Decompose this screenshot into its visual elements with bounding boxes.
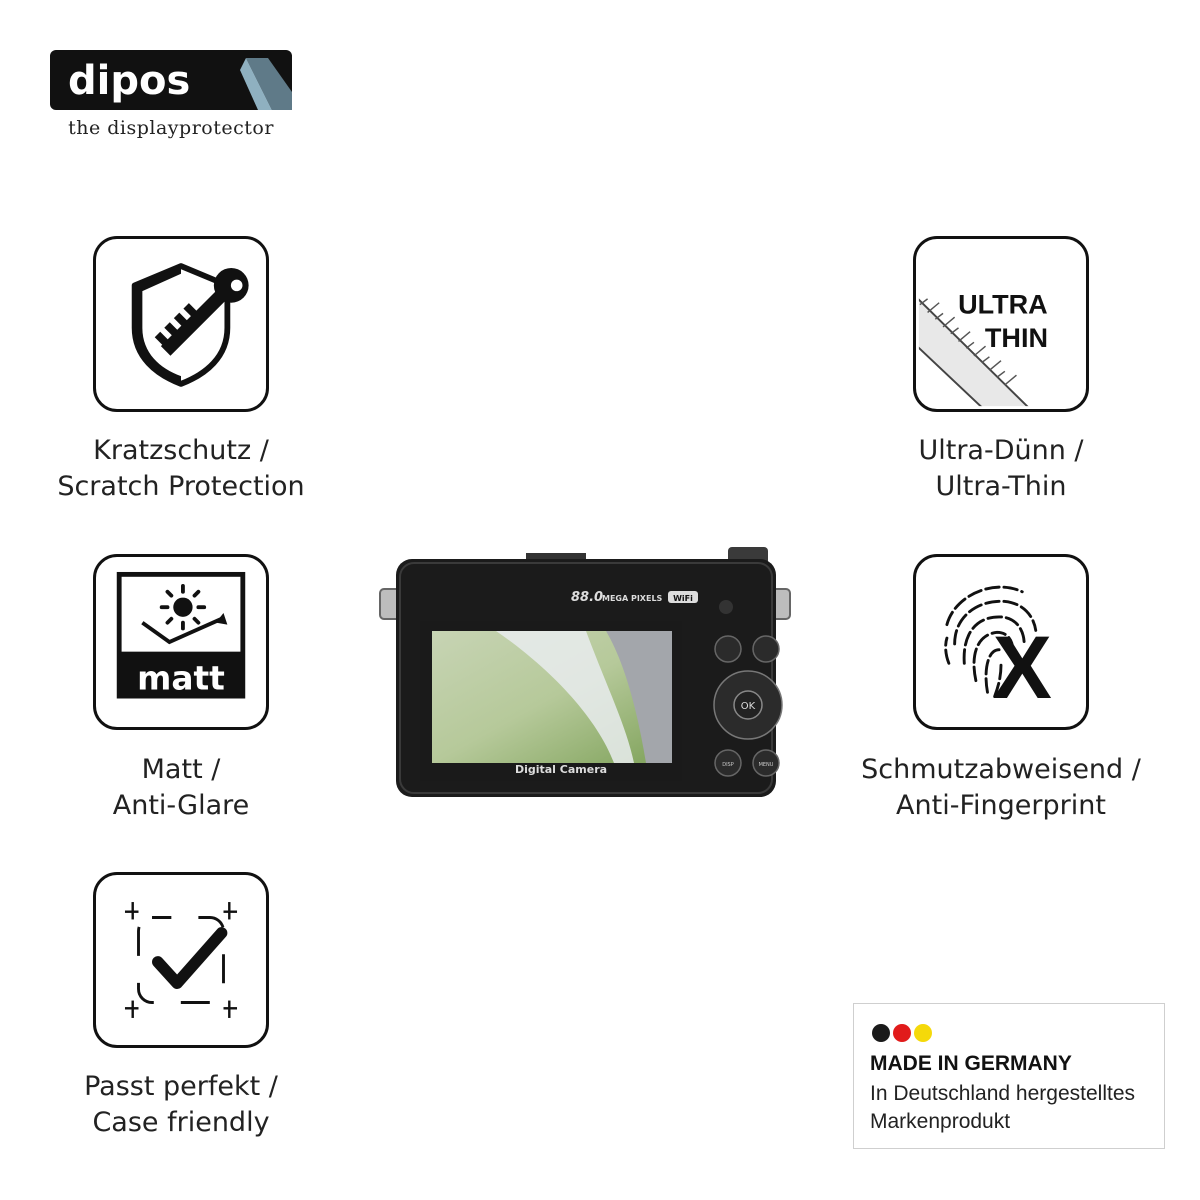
- matt-tile: matt: [93, 554, 269, 730]
- thin-text: THIN: [985, 323, 1048, 353]
- ultra-thin-caption: Ultra-Dünn / Ultra-Thin: [918, 435, 1084, 502]
- wifi-badge: WiFi: [673, 594, 693, 603]
- ultra-thin-tile: ULTRA THIN: [913, 236, 1089, 412]
- flag-dot-gold: [914, 1024, 932, 1042]
- scratch-protection-tile: [93, 236, 269, 412]
- brand-tagline: the displayprotector: [68, 117, 274, 139]
- logo-badge: dipos: [50, 50, 292, 110]
- ok-button-label: OK: [741, 701, 756, 712]
- case-friendly-caption: Passt perfekt / Case friendly: [84, 1071, 278, 1138]
- megapixel-value: 88.0: [571, 590, 603, 605]
- flag-dot-black: [872, 1024, 890, 1042]
- ultra-text: ULTRA: [958, 289, 1048, 319]
- anti-fingerprint-caption: Schmutzabweisend / Anti-Fingerprint: [861, 754, 1141, 821]
- menu-button-label: MENU: [759, 762, 774, 768]
- megapixel-label: MEGA PIXELS: [602, 594, 663, 603]
- camera-illustration: Digital Camera 88.0 MEGA PIXELS WiFi OK …: [379, 547, 791, 797]
- matt-text: matt: [137, 659, 225, 697]
- shield-key-icon: [131, 263, 249, 387]
- camera-image: Digital Camera 88.0 MEGA PIXELS WiFi OK …: [376, 545, 796, 800]
- ruler-icon: ULTRA THIN: [918, 289, 1048, 407]
- matt-caption: Matt / Anti-Glare: [112, 754, 250, 821]
- brand-logo: dipos: [50, 50, 292, 110]
- camera-screen-label: Digital Camera: [515, 763, 607, 776]
- x-mark-icon: X: [993, 618, 1052, 717]
- made-in-germany-title: MADE IN GERMANY: [870, 1052, 1072, 1075]
- scratch-protection-caption: Kratzschutz / Scratch Protection: [57, 435, 305, 502]
- case-friendly-tile: [93, 872, 269, 1048]
- checkmark-icon: [124, 902, 238, 1018]
- made-in-germany-badge: MADE IN GERMANY In Deutschland hergestel…: [853, 1003, 1165, 1149]
- disp-button-label: DISP: [722, 762, 734, 768]
- anti-glare-icon: matt: [116, 571, 246, 699]
- flag-dots: [872, 1024, 935, 1046]
- fingerprint-icon: X: [944, 585, 1052, 717]
- made-in-germany-text: In Deutschland hergestelltes Markenprodu…: [870, 1082, 1135, 1133]
- flag-dot-red: [893, 1024, 911, 1042]
- anti-fingerprint-tile: X: [913, 554, 1089, 730]
- brand-name: dipos: [68, 58, 190, 104]
